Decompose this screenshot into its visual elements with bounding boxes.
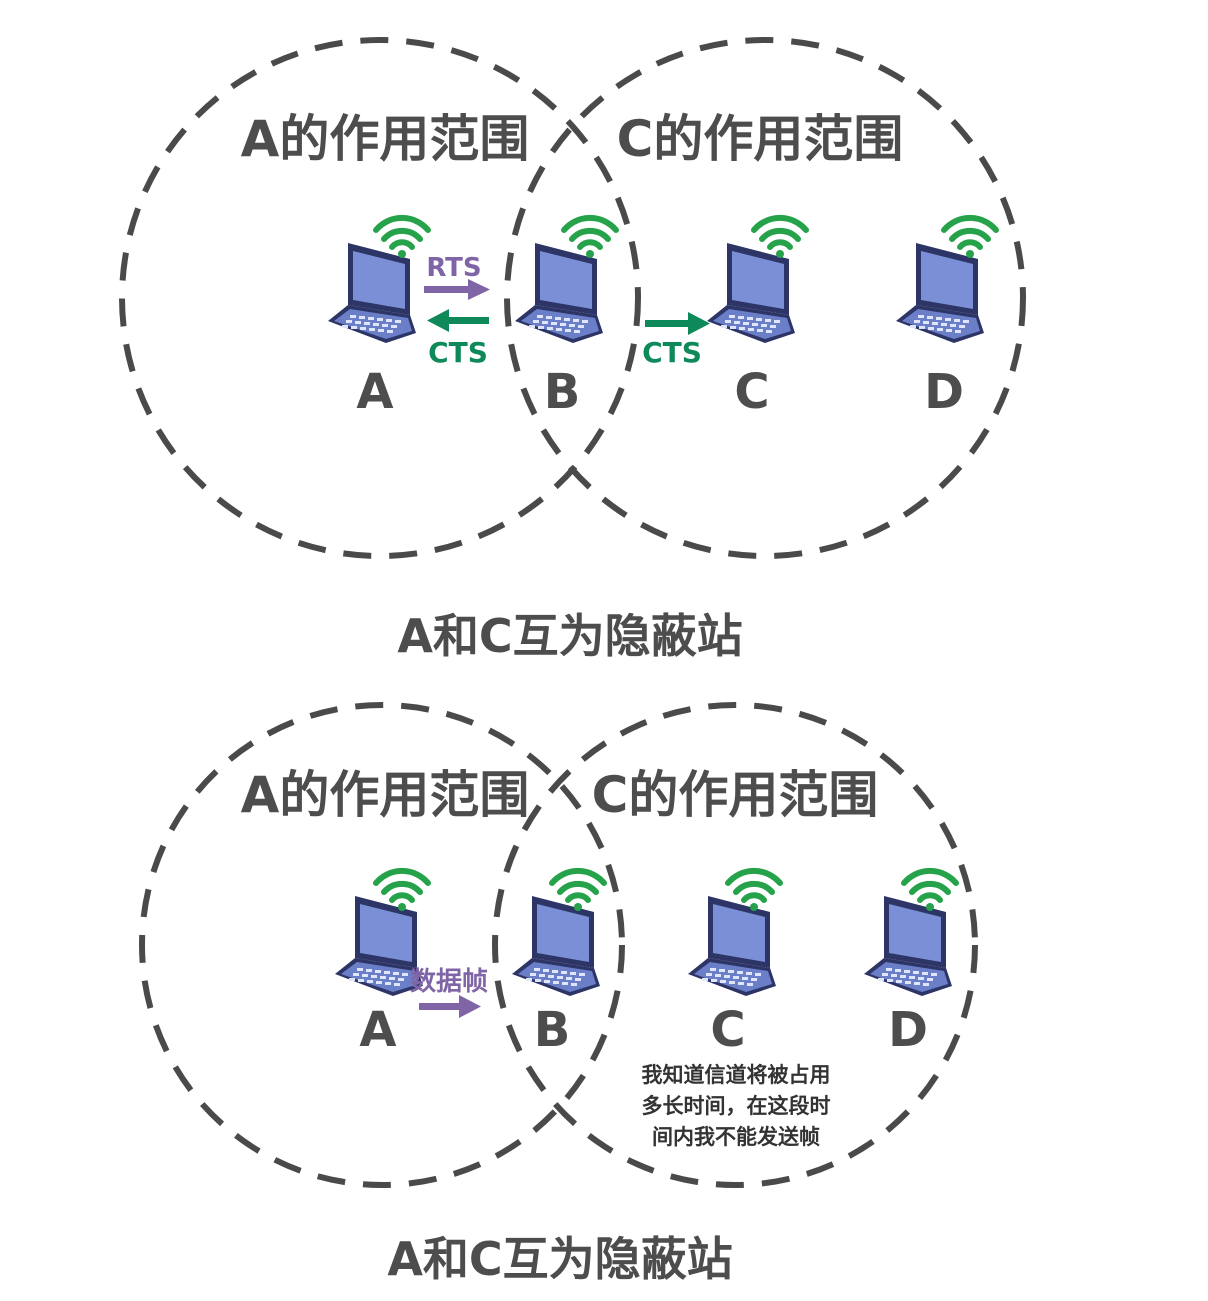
range-circle-a <box>119 37 641 559</box>
bottom-caption: A和C互为隐蔽站 <box>387 1232 732 1286</box>
node-label-d: D <box>888 1002 928 1058</box>
top-caption: A和C互为隐蔽站 <box>397 609 742 663</box>
node-label-b: B <box>544 364 581 420</box>
note-line: 间内我不能发送帧 <box>652 1125 820 1149</box>
laptop-icon <box>688 896 776 996</box>
cts-label-bc: CTS <box>642 336 702 369</box>
laptop-icon <box>512 896 600 996</box>
note-line: 我知道信道将被占用 <box>642 1063 831 1087</box>
data-frame-label: 数据帧 <box>410 967 488 997</box>
rts-label: RTS <box>426 253 481 283</box>
range-c-title: C的作用范围 <box>592 766 879 824</box>
range-circle-c <box>504 37 1026 559</box>
arrow-right-icon <box>645 312 710 335</box>
node-label-a: A <box>359 1002 396 1058</box>
laptop-icon <box>328 243 416 343</box>
node-label-d: D <box>924 364 964 420</box>
node-label-c: C <box>734 364 769 420</box>
laptop-icon <box>707 243 795 343</box>
range-circle-c <box>492 702 978 1188</box>
range-circle-a <box>139 702 625 1188</box>
range-a-title: A的作用范围 <box>241 766 530 824</box>
node-label-b: B <box>534 1002 571 1058</box>
arrow-left-icon <box>427 309 489 332</box>
laptop-icon <box>864 896 952 996</box>
wifi-signal-icon <box>376 218 428 258</box>
arrow-right-icon <box>419 995 481 1018</box>
bottom-panel: A的作用范围 C的作用范围 数据帧 A B C D 我知道信道将被占用 多长时间… <box>139 702 978 1286</box>
laptop-icon <box>515 243 603 343</box>
wifi-signal-icon <box>944 218 996 258</box>
node-label-a: A <box>356 364 393 420</box>
range-c-title: C的作用范围 <box>617 110 904 168</box>
cts-label-ab: CTS <box>428 336 488 369</box>
node-label-c: C <box>710 1002 745 1058</box>
arrow-right-icon <box>424 279 490 300</box>
note-line: 多长时间，在这段时 <box>642 1094 831 1118</box>
range-a-title: A的作用范围 <box>241 110 530 168</box>
laptop-icon <box>896 243 984 343</box>
wifi-signal-icon <box>564 218 616 258</box>
top-panel: A的作用范围 C的作用范围 RTS CTS CTS A <box>119 37 1026 663</box>
station-c-note: 我知道信道将被占用 多长时间，在这段时 间内我不能发送帧 <box>642 1063 831 1149</box>
